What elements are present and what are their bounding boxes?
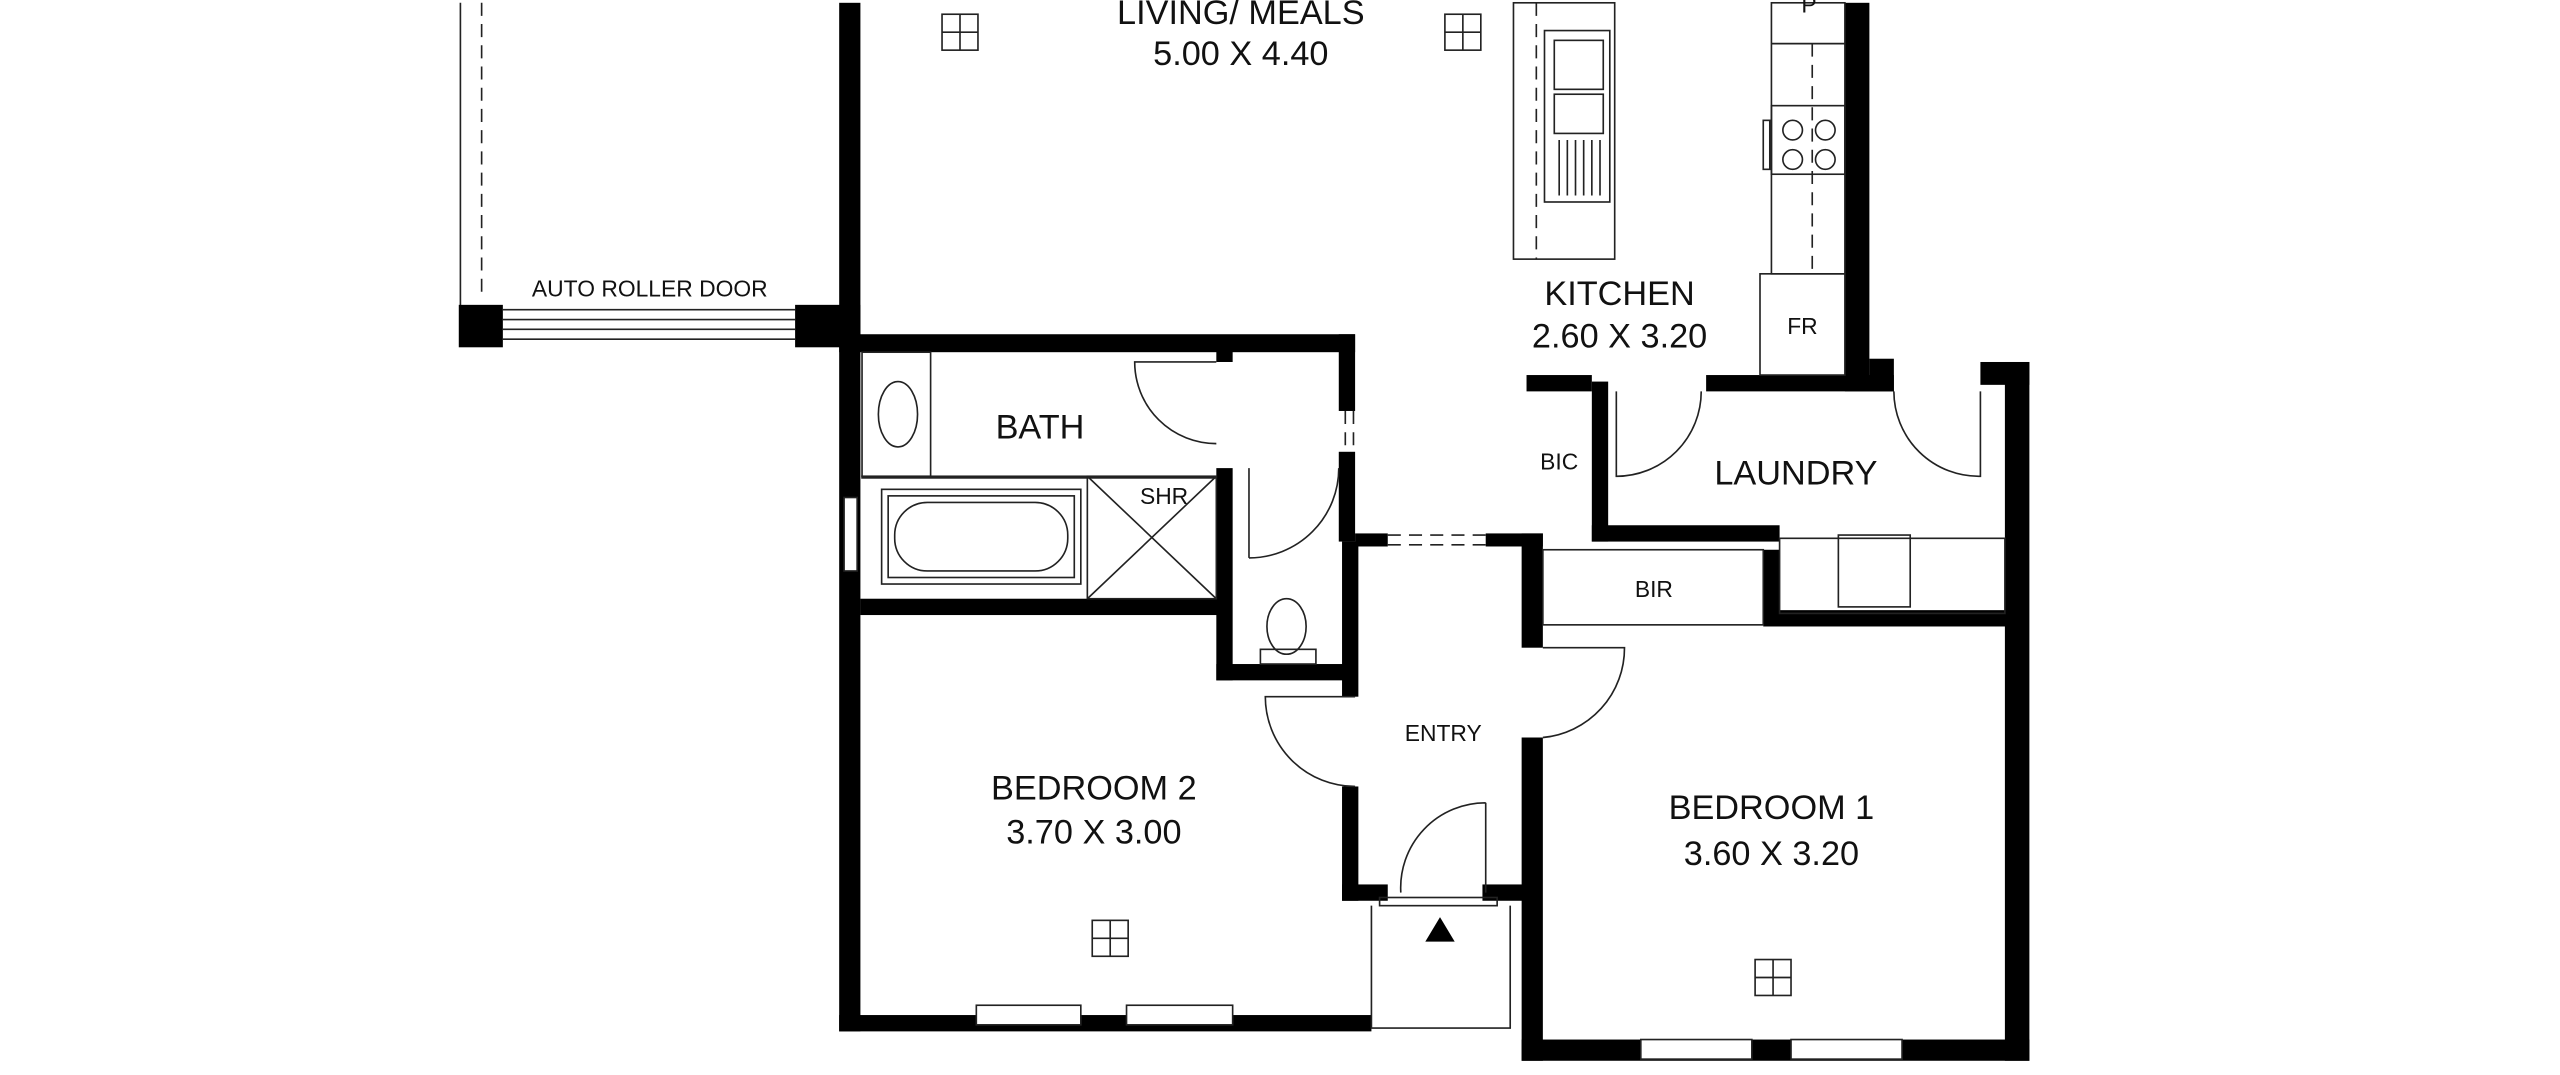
- room-size-bedroom1: 3.60 X 3.20: [1684, 835, 1859, 873]
- light-icons: [941, 13, 1792, 997]
- room-size-bedroom2: 3.70 X 3.00: [1006, 814, 1181, 852]
- room-label-living: LIVING/ MEALS: [1117, 0, 1365, 32]
- laundry-tub-icon: [1837, 534, 1912, 608]
- basin-icon: [877, 380, 919, 448]
- bic-label: BIC: [1540, 449, 1578, 475]
- garage: AUTO ROLLER DOOR: [458, 2, 861, 348]
- light-icon: [1091, 919, 1129, 958]
- sink-icon: [1543, 29, 1611, 203]
- room-label-laundry: LAUNDRY: [1714, 454, 1877, 492]
- fridge-label: FR: [1787, 313, 1817, 339]
- room-size-kitchen: 2.60 X 3.20: [1532, 317, 1707, 355]
- room-label-kitchen: KITCHEN: [1544, 275, 1694, 313]
- light-icon: [941, 13, 979, 51]
- room-label-bedroom2: BEDROOM 2: [991, 770, 1197, 808]
- room-label-bedroom1: BEDROOM 1: [1669, 789, 1875, 827]
- shower-label: SHR: [1140, 483, 1188, 509]
- bath-fixtures: [861, 351, 1317, 665]
- bir-label: BIR: [1635, 576, 1673, 602]
- shower-icon: [1086, 475, 1217, 600]
- bathtub-icon: [893, 501, 1069, 572]
- fridge-space: [1759, 273, 1846, 376]
- kitchen-fixtures: [1512, 1, 2006, 626]
- roller-door: [502, 308, 796, 340]
- walls: [839, 2, 2030, 1061]
- toilet-icon: [1266, 597, 1307, 656]
- room-label-bath: BATH: [996, 409, 1085, 447]
- light-icon: [1754, 958, 1792, 997]
- room-size-living: 5.00 X 4.40: [1153, 35, 1328, 73]
- roller-door-label: AUTO ROLLER DOOR: [532, 276, 768, 302]
- windows: [843, 496, 1903, 1060]
- cooktop-icon: [1770, 104, 1846, 176]
- room-label-entry: ENTRY: [1405, 720, 1482, 746]
- doors: [1133, 361, 1982, 1029]
- pantry-label: P: [1801, 0, 1816, 18]
- entrance-arrow-icon: [1425, 917, 1455, 942]
- light-icon: [1444, 13, 1482, 51]
